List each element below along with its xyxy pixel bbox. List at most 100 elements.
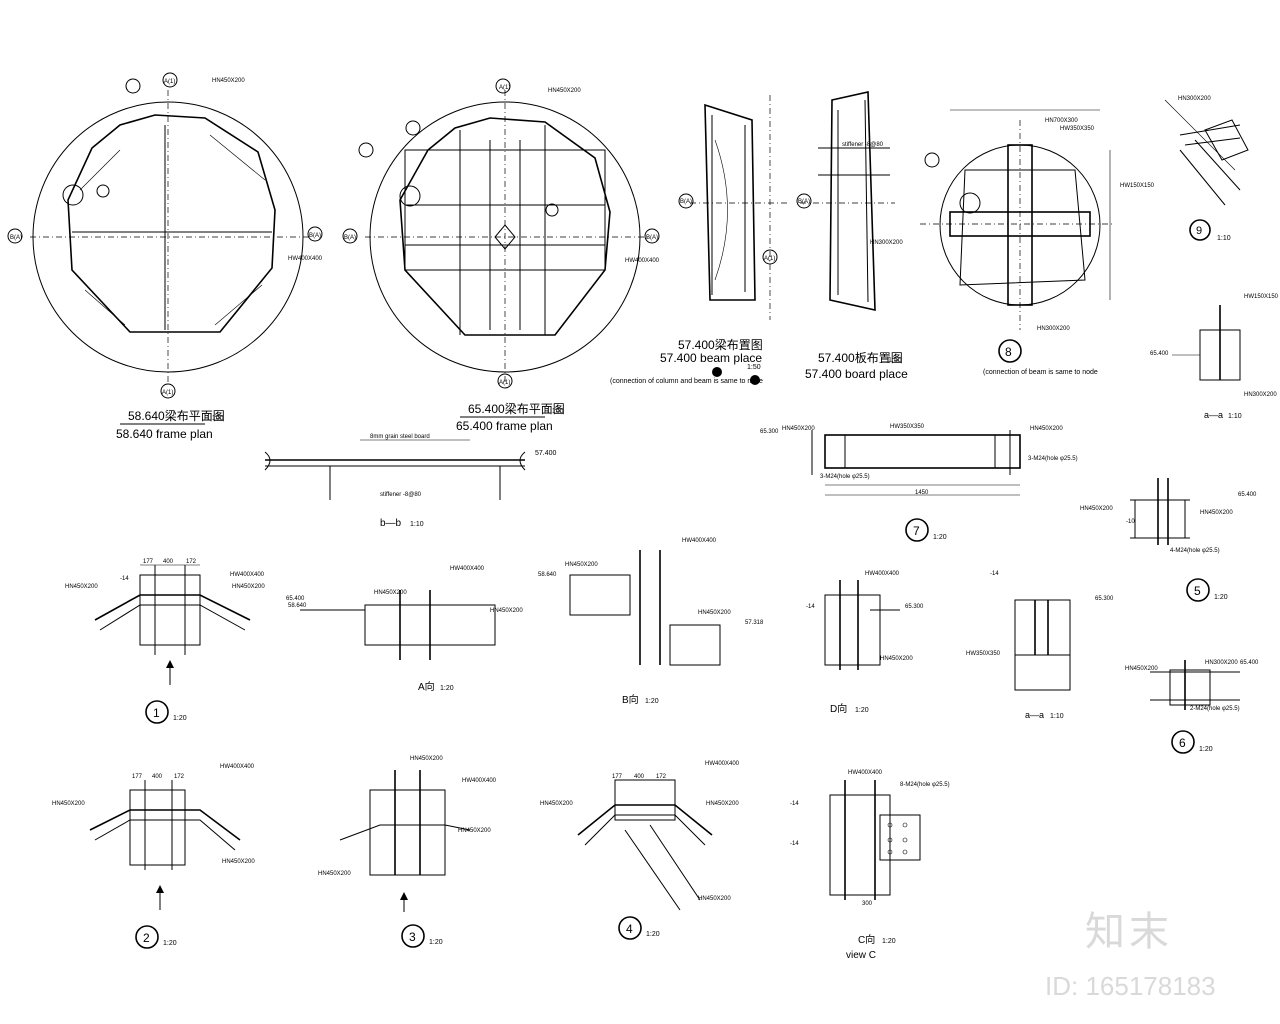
vd-dim-14: -14: [806, 604, 815, 610]
n4-dim-177: 177: [612, 774, 623, 780]
n5-elev: 65.400: [1238, 492, 1257, 498]
n6-elev: 65.400: [1240, 660, 1259, 666]
n7-member-hn450-r: HN450X200: [1030, 426, 1063, 432]
node-8: HN700X300 HW350X350 HN300X200 HN300X200 …: [870, 109, 1115, 376]
n1-member-hn450: HN450X200: [65, 584, 98, 590]
board-place-57400: B(A) 57.400板布置图 1:50 57.400 board place …: [796, 91, 908, 381]
node-4: 177 400 172 HN450X200 HW400X400 HN450X20…: [540, 761, 740, 940]
aam-member-hw350: HW350X350: [966, 651, 1001, 657]
frame5864-title-cn: 58.640梁布平面图: [128, 408, 225, 423]
aam-note: -14: [990, 571, 999, 577]
bb-elev: 57.400: [535, 450, 557, 457]
node3-number: 3: [409, 930, 416, 944]
node-3: HN450X200 HW400X400 HN450X200 HN450X200 …: [318, 756, 497, 948]
view-c: HW400X400 8-M24(hole φ25.5) -14 -14 300 …: [790, 770, 950, 961]
member-label-hn450-2: HN450X200: [548, 88, 581, 94]
view-b-label: B向: [622, 693, 639, 706]
n2-dim-177: 177: [132, 774, 143, 780]
n1-member-hw400: HW400X400: [230, 572, 265, 578]
n3-member-hw400: HW400X400: [462, 778, 497, 784]
aam-elev: 65.300: [1095, 596, 1114, 602]
view-a-scale: 1:20: [440, 685, 454, 692]
axis-label-a1-top: A(1): [164, 79, 175, 85]
vc-dim-300: 300: [862, 901, 873, 907]
n4-member-hn450-b: HN450X200: [698, 896, 731, 902]
n2-dim-400: 400: [152, 774, 163, 780]
node-6: HN450X200 HN300X200 65.400 2-M24(hole φ2…: [1125, 660, 1259, 754]
view-c-scale: 1:20: [882, 938, 896, 945]
aa-small-label: a—a: [1204, 410, 1223, 420]
beam-title-cn: 57.400梁布置图: [678, 337, 763, 352]
node4-number: 4: [626, 922, 633, 936]
member-label-hw400-2: HW400X400: [625, 258, 660, 264]
n7-bolt-r: 3-M24(hole φ25.5): [1028, 456, 1078, 462]
n7-elev-65300: 65.300: [760, 429, 779, 435]
view-c-label: C向: [858, 933, 875, 946]
view-a-label: A向: [418, 680, 435, 693]
n5-bolt: 4-M24(hole φ25.5): [1170, 548, 1220, 554]
watermark: 知末 ID: 165178183: [1045, 910, 1216, 1001]
node8-member-hn300-left: HN300X200: [870, 240, 903, 246]
n7-member-hw350: HW350X350: [890, 424, 925, 430]
node8-member-hn300: HN300X200: [1037, 326, 1070, 332]
n3-member-hn450-r: HN450X200: [458, 828, 491, 834]
axis-a1-beam: A(1): [764, 256, 775, 262]
va-member-hw400: HW400X400: [450, 566, 485, 572]
vc-dim-14: -14: [790, 801, 799, 807]
node8-member-hn700: HN700X300: [1045, 118, 1078, 124]
board-title-en: 57.400 board place: [805, 367, 908, 381]
vb-member-hw400: HW400X400: [682, 538, 717, 544]
view-b-scale: 1:20: [645, 698, 659, 705]
node-5: HN450X200 HN450X200 65.400 4-M24(hole φ2…: [1080, 478, 1257, 602]
vc-member-hw400: HW400X400: [848, 770, 883, 776]
vb-elev-2: 57.318: [745, 620, 764, 626]
va-elev-2: 58.640: [288, 603, 307, 609]
vd-member-hw400: HW400X400: [865, 571, 900, 577]
axis-label-b1-right-2: B(A): [646, 235, 658, 241]
aa-elev-65400: 65.400: [1150, 351, 1169, 357]
node8-note: (connection of beam is same to node: [983, 369, 1098, 376]
frame-plan-65400: A(1) B(A) B(A) A(1) HN450X200 HW400X400 …: [342, 78, 660, 433]
node5-scale: 1:20: [1214, 594, 1228, 601]
n2-member-hn450-r: HN450X200: [222, 859, 255, 865]
node9-member-hn300: HN300X200: [1178, 96, 1211, 102]
axis-label-a1-bottom: A(1): [162, 390, 173, 396]
node-1: 177 400 172 -14 HN450X200 HW400X400 HN45…: [65, 559, 265, 724]
board-title-cn: 57.400板布置图: [818, 351, 903, 365]
n5-member-hn450-r: HN450X200: [1200, 510, 1233, 516]
node9-member-hw150: HW150X150: [1120, 183, 1155, 189]
beam-place-57400: B(A) A(1) 57.400梁布置图 57.400 beam place 1…: [610, 95, 790, 385]
n3-member-hn450: HN450X200: [410, 756, 443, 762]
axis-label-a1-bottom-2: A(1): [499, 380, 510, 386]
vc-bolt: 8-M24(hole φ25.5): [900, 782, 950, 788]
node6-number: 6: [1179, 736, 1186, 750]
n1-dim-177: 177: [143, 559, 154, 565]
frame5864-scale: 1:100: [206, 415, 224, 422]
board-stiff-note: stiffener -8@80: [842, 142, 884, 148]
axis-b1-board: B(A): [798, 199, 810, 205]
vb-elev: 58.640: [538, 572, 557, 578]
board-scale: 1:50: [888, 357, 902, 364]
n4-member-hn450: HN450X200: [540, 801, 573, 807]
view-b: HN450X200 HW400X400 HN450X200 58.640 57.…: [538, 538, 764, 706]
n4-member-hn450-r: HN450X200: [706, 801, 739, 807]
view-d-scale: 1:20: [855, 707, 869, 714]
node1-number: 1: [153, 706, 160, 720]
node3-scale: 1:20: [429, 939, 443, 946]
aa-member-hn300: HN300X200: [1244, 392, 1277, 398]
node1-scale: 1:20: [173, 715, 187, 722]
axis-label-b1-left: B(A): [10, 235, 22, 241]
n1-dim-172: 172: [186, 559, 197, 565]
axis-label-a1-top-2: A(1): [499, 85, 510, 91]
node6-scale: 1:20: [1199, 746, 1213, 753]
node5-number: 5: [1194, 584, 1201, 598]
node2-scale: 1:20: [163, 940, 177, 947]
node9-scale: 1:10: [1217, 235, 1231, 242]
axis-b1-beam: B(A): [680, 199, 692, 205]
bb-label: b—b: [380, 518, 402, 529]
n7-bolt: 3-M24(hole φ25.5): [820, 474, 870, 480]
section-aa-small: HW150X150 HN300X200 65.400 a—a 1:10: [1150, 294, 1279, 420]
n5-member-hn450: HN450X200: [1080, 506, 1113, 512]
n7-member-hn450: HN450X200: [782, 426, 815, 432]
